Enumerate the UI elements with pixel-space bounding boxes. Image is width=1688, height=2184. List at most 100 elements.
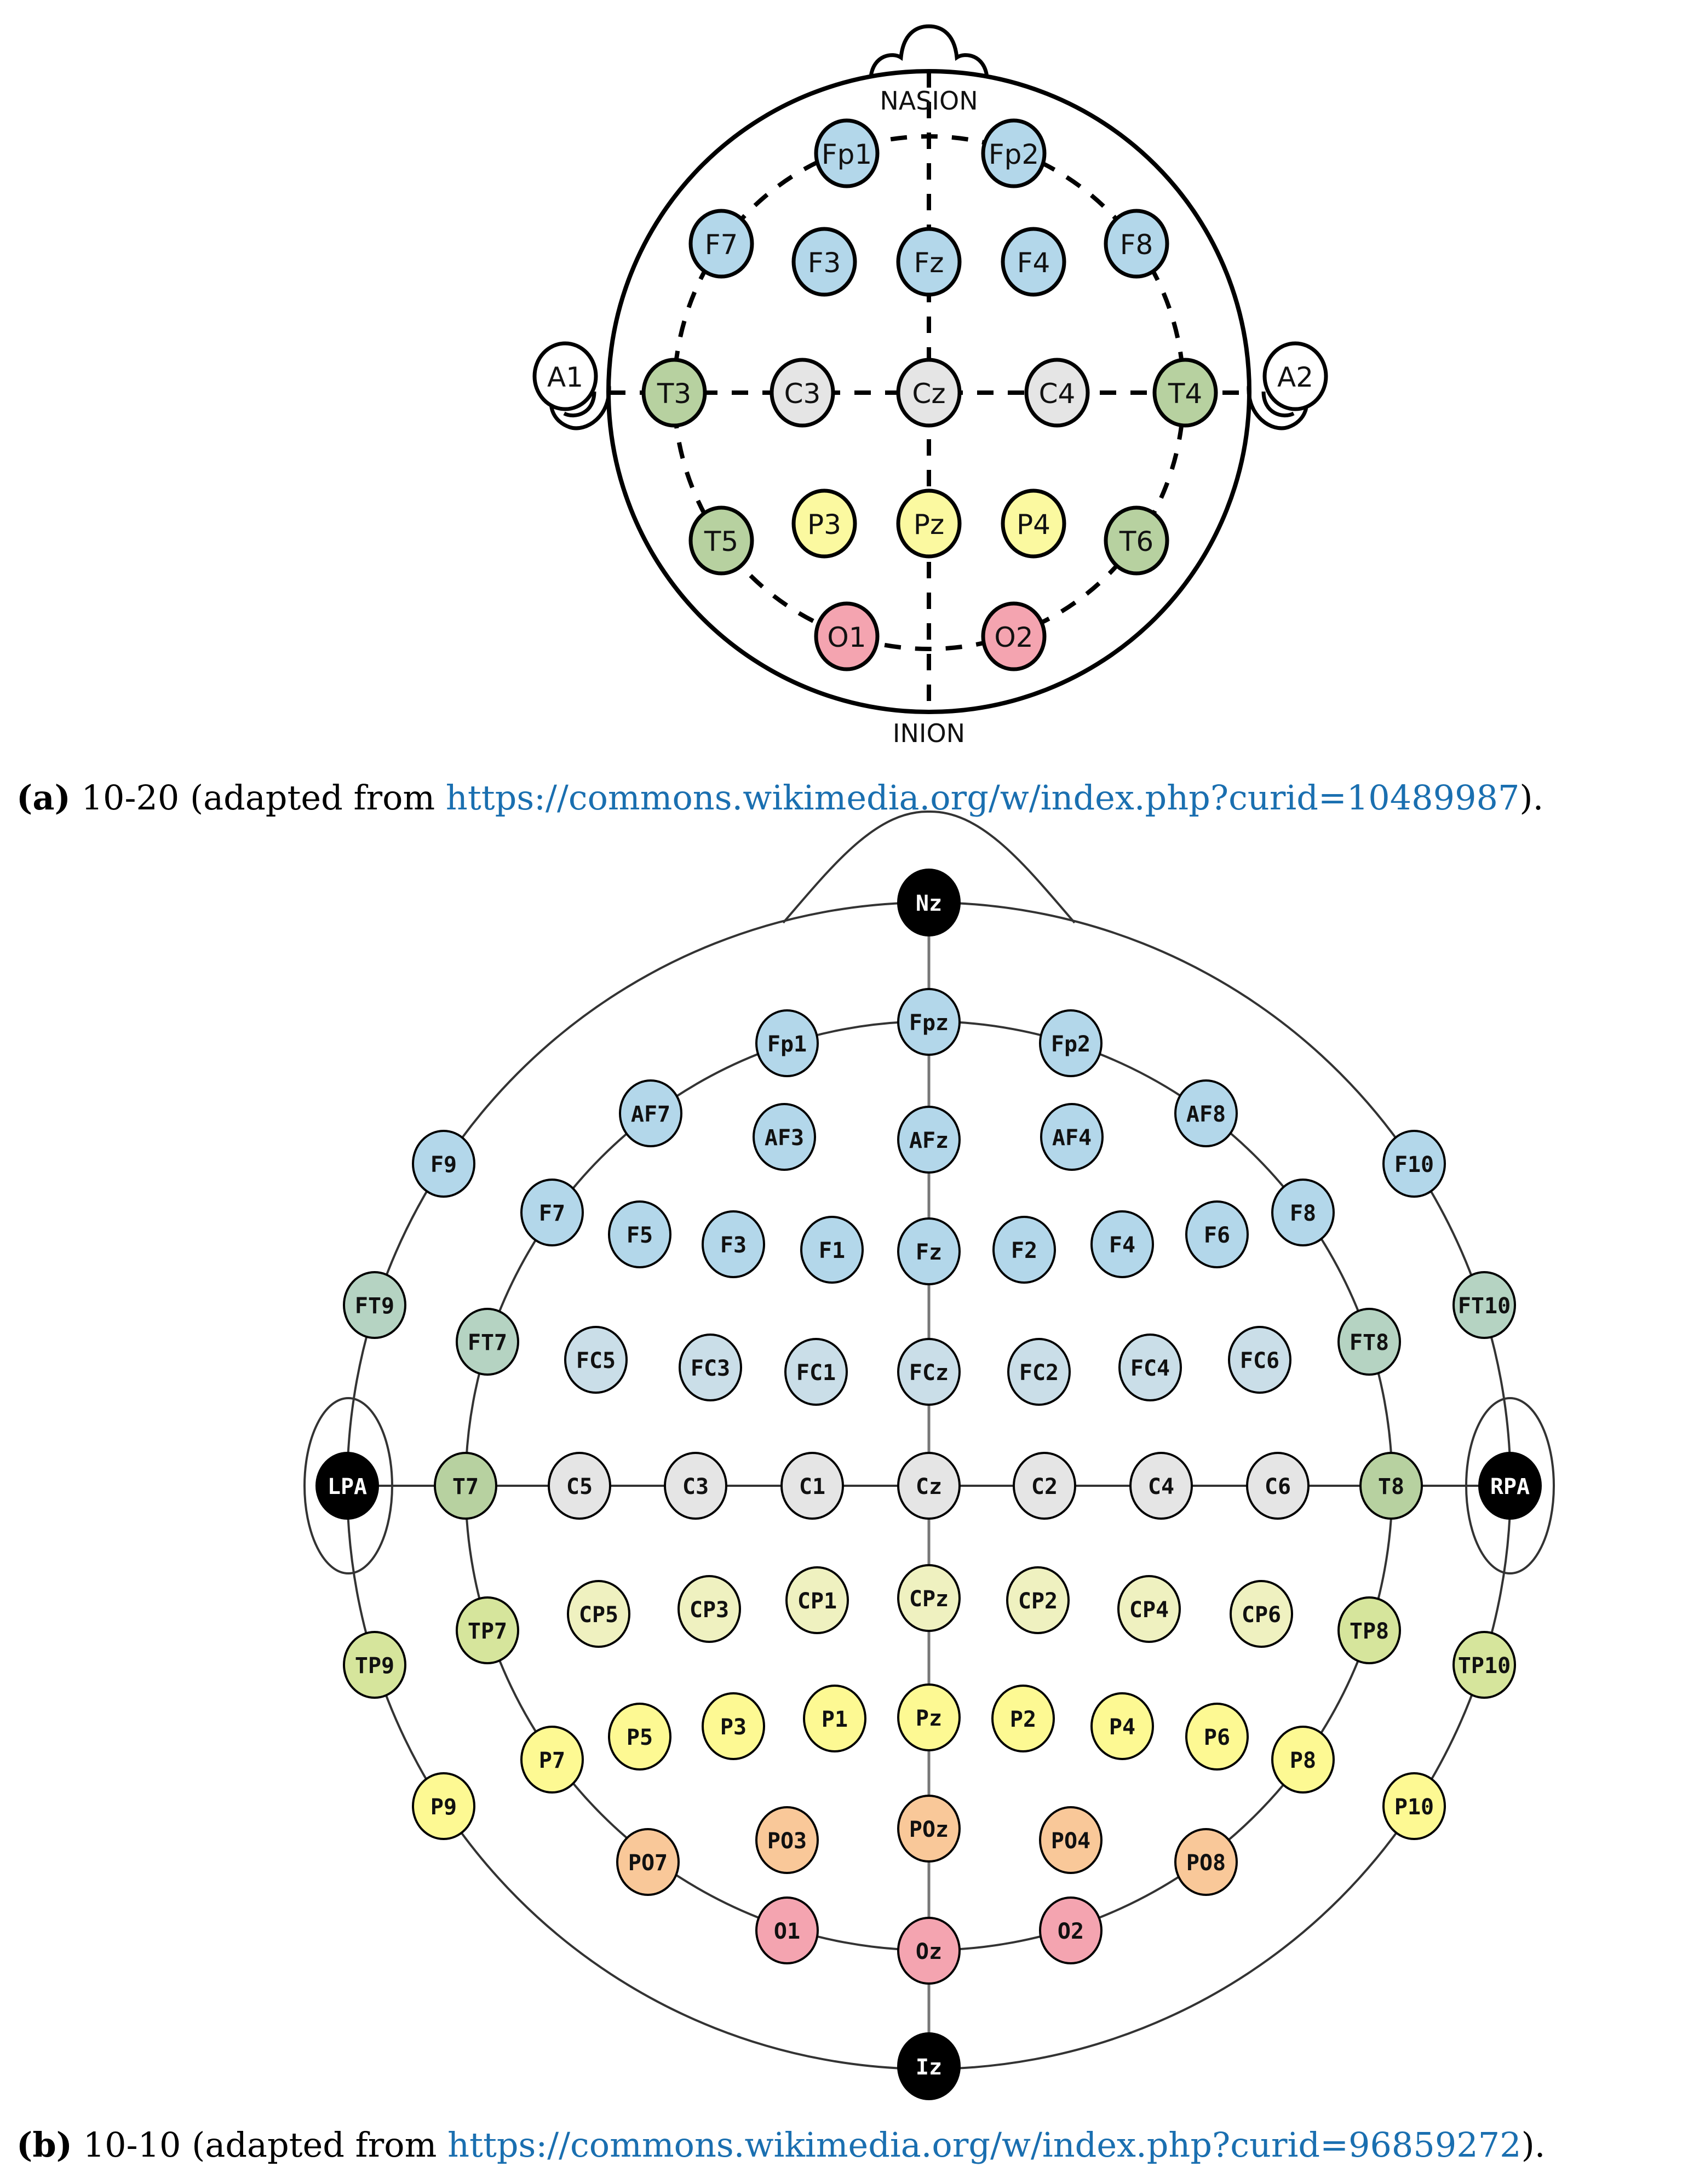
b-electrode-p1: P1: [803, 1685, 866, 1752]
electrode-label: RPA: [1490, 1474, 1530, 1499]
a-electrode-t4: T4: [1152, 358, 1218, 428]
electrode-marker: [896, 358, 962, 428]
a-electrode-f8: F8: [1104, 209, 1169, 279]
b-electrode-cp3: CP3: [678, 1575, 741, 1643]
electrode-marker: [897, 869, 961, 936]
b-electrode-ft9: FT9: [343, 1271, 406, 1339]
electrode-marker: [1271, 1726, 1335, 1794]
electrode-label: O2: [1058, 1919, 1084, 1944]
b-electrode-f4: F4: [1090, 1210, 1154, 1278]
electrode-marker: [897, 1795, 961, 1863]
electrode-marker: [1118, 1334, 1182, 1401]
electrode-marker: [1185, 1703, 1249, 1771]
a-electrode-o1: O1: [814, 601, 880, 671]
electrode-label: PO7: [628, 1850, 668, 1876]
electrode-marker: [619, 1079, 682, 1147]
electrode-label: FC3: [691, 1356, 730, 1381]
electrode-label: C5: [566, 1474, 593, 1499]
electrode-marker: [897, 1917, 961, 1985]
b-electrode-rpa: RPA: [1478, 1452, 1542, 1520]
electrode-marker: [981, 601, 1047, 671]
electrode-label: POz: [909, 1817, 949, 1842]
electrode-label: Pz: [916, 1706, 942, 1731]
electrode-label: C4: [1148, 1474, 1174, 1499]
caption-b-end: ).: [1521, 2125, 1546, 2165]
electrode-marker: [456, 1596, 519, 1664]
electrode-marker: [755, 1806, 819, 1874]
electrode-marker: [1174, 1079, 1238, 1147]
caption-a: (a) 10-20 (adapted from https://commons.…: [16, 778, 1543, 818]
a-electrode-o2: O2: [981, 601, 1047, 671]
b-electrode-fz: Fz: [897, 1217, 961, 1285]
a-electrode-p3: P3: [791, 488, 857, 559]
b-electrode-pz: Pz: [897, 1683, 961, 1751]
electrode-label: AF3: [765, 1125, 804, 1151]
electrode-marker: [791, 488, 857, 559]
electrode-marker: [520, 1726, 584, 1794]
b-electrode-o2: O2: [1039, 1896, 1103, 1964]
electrode-marker: [548, 1452, 611, 1520]
electrode-marker: [897, 2032, 961, 2100]
a-electrode-cz: Cz: [896, 358, 962, 428]
electrode-marker: [1039, 1009, 1103, 1077]
b-electrode-p4: P4: [1090, 1692, 1154, 1760]
b-electrode-c1: C1: [780, 1452, 844, 1520]
b-electrode-c2: C2: [1013, 1452, 1076, 1520]
electrode-label: CP2: [1018, 1589, 1058, 1614]
electrode-label: C4: [1039, 378, 1076, 410]
electrode-marker: [785, 1566, 849, 1634]
electrode-label: P10: [1394, 1795, 1434, 1820]
electrode-label: O2: [994, 622, 1033, 653]
electrode-label: P8: [1290, 1748, 1316, 1773]
electrode-label: A1: [547, 361, 583, 393]
caption-a-tag: (a): [16, 778, 71, 818]
electrode-marker: [664, 1452, 727, 1520]
electrode-label: F1: [819, 1238, 845, 1263]
b-electrode-p9: P9: [412, 1772, 475, 1840]
electrode-label: AF4: [1052, 1125, 1092, 1151]
electrode-marker: [897, 1564, 961, 1632]
a-electrode-t5: T5: [688, 505, 754, 576]
b-electrode-c3: C3: [664, 1452, 727, 1520]
electrode-label: PO8: [1186, 1850, 1226, 1876]
electrode-marker: [1152, 358, 1218, 428]
caption-a-end: ).: [1519, 778, 1544, 818]
b-electrode-o1: O1: [755, 1896, 819, 1964]
b-electrode-cp5: CP5: [567, 1580, 630, 1648]
electrode-marker: [702, 1210, 765, 1278]
caption-b-tag: (b): [16, 2125, 73, 2165]
b-electrode-fcz: FCz: [897, 1338, 961, 1406]
b-electrode-ft7: FT7: [456, 1308, 519, 1376]
electrode-label: A2: [1277, 361, 1313, 393]
b-electrode-t8: T8: [1359, 1452, 1423, 1520]
electrode-marker: [1006, 1566, 1070, 1634]
b-electrode-cp1: CP1: [785, 1566, 849, 1634]
electrode-label: CP3: [690, 1597, 729, 1623]
electrode-label: CPz: [909, 1587, 949, 1612]
electrode-marker: [1039, 1806, 1103, 1874]
electrode-label: O1: [827, 622, 866, 653]
caption-b-link[interactable]: https://commons.wikimedia.org/w/index.ph…: [447, 2125, 1522, 2165]
electrode-label: C3: [682, 1474, 709, 1499]
b-electrode-p3: P3: [702, 1692, 765, 1760]
nasion-label: NASION: [880, 86, 978, 116]
electrode-marker: [791, 227, 857, 297]
b-electrode-p10: P10: [1382, 1772, 1446, 1840]
a-electrode-t6: T6: [1104, 505, 1169, 576]
b-electrode-iz: Iz: [897, 2032, 961, 2100]
a-electrode-t3: T3: [641, 358, 707, 428]
electrode-label: FT10: [1458, 1294, 1511, 1319]
electrode-marker: [1040, 1103, 1104, 1171]
electrode-marker: [1129, 1452, 1193, 1520]
electrode-label: Iz: [916, 2055, 942, 2080]
caption-a-link[interactable]: https://commons.wikimedia.org/w/index.ph…: [445, 778, 1520, 818]
electrode-label: TP8: [1350, 1619, 1389, 1644]
electrode-label: Fp2: [989, 139, 1039, 170]
b-electrode-t7: T7: [434, 1452, 497, 1520]
b-electrode-tp9: TP9: [343, 1631, 406, 1699]
electrode-label: T3: [657, 378, 691, 410]
electrode-label: T6: [1119, 526, 1153, 558]
electrode-marker: [1013, 1452, 1076, 1520]
